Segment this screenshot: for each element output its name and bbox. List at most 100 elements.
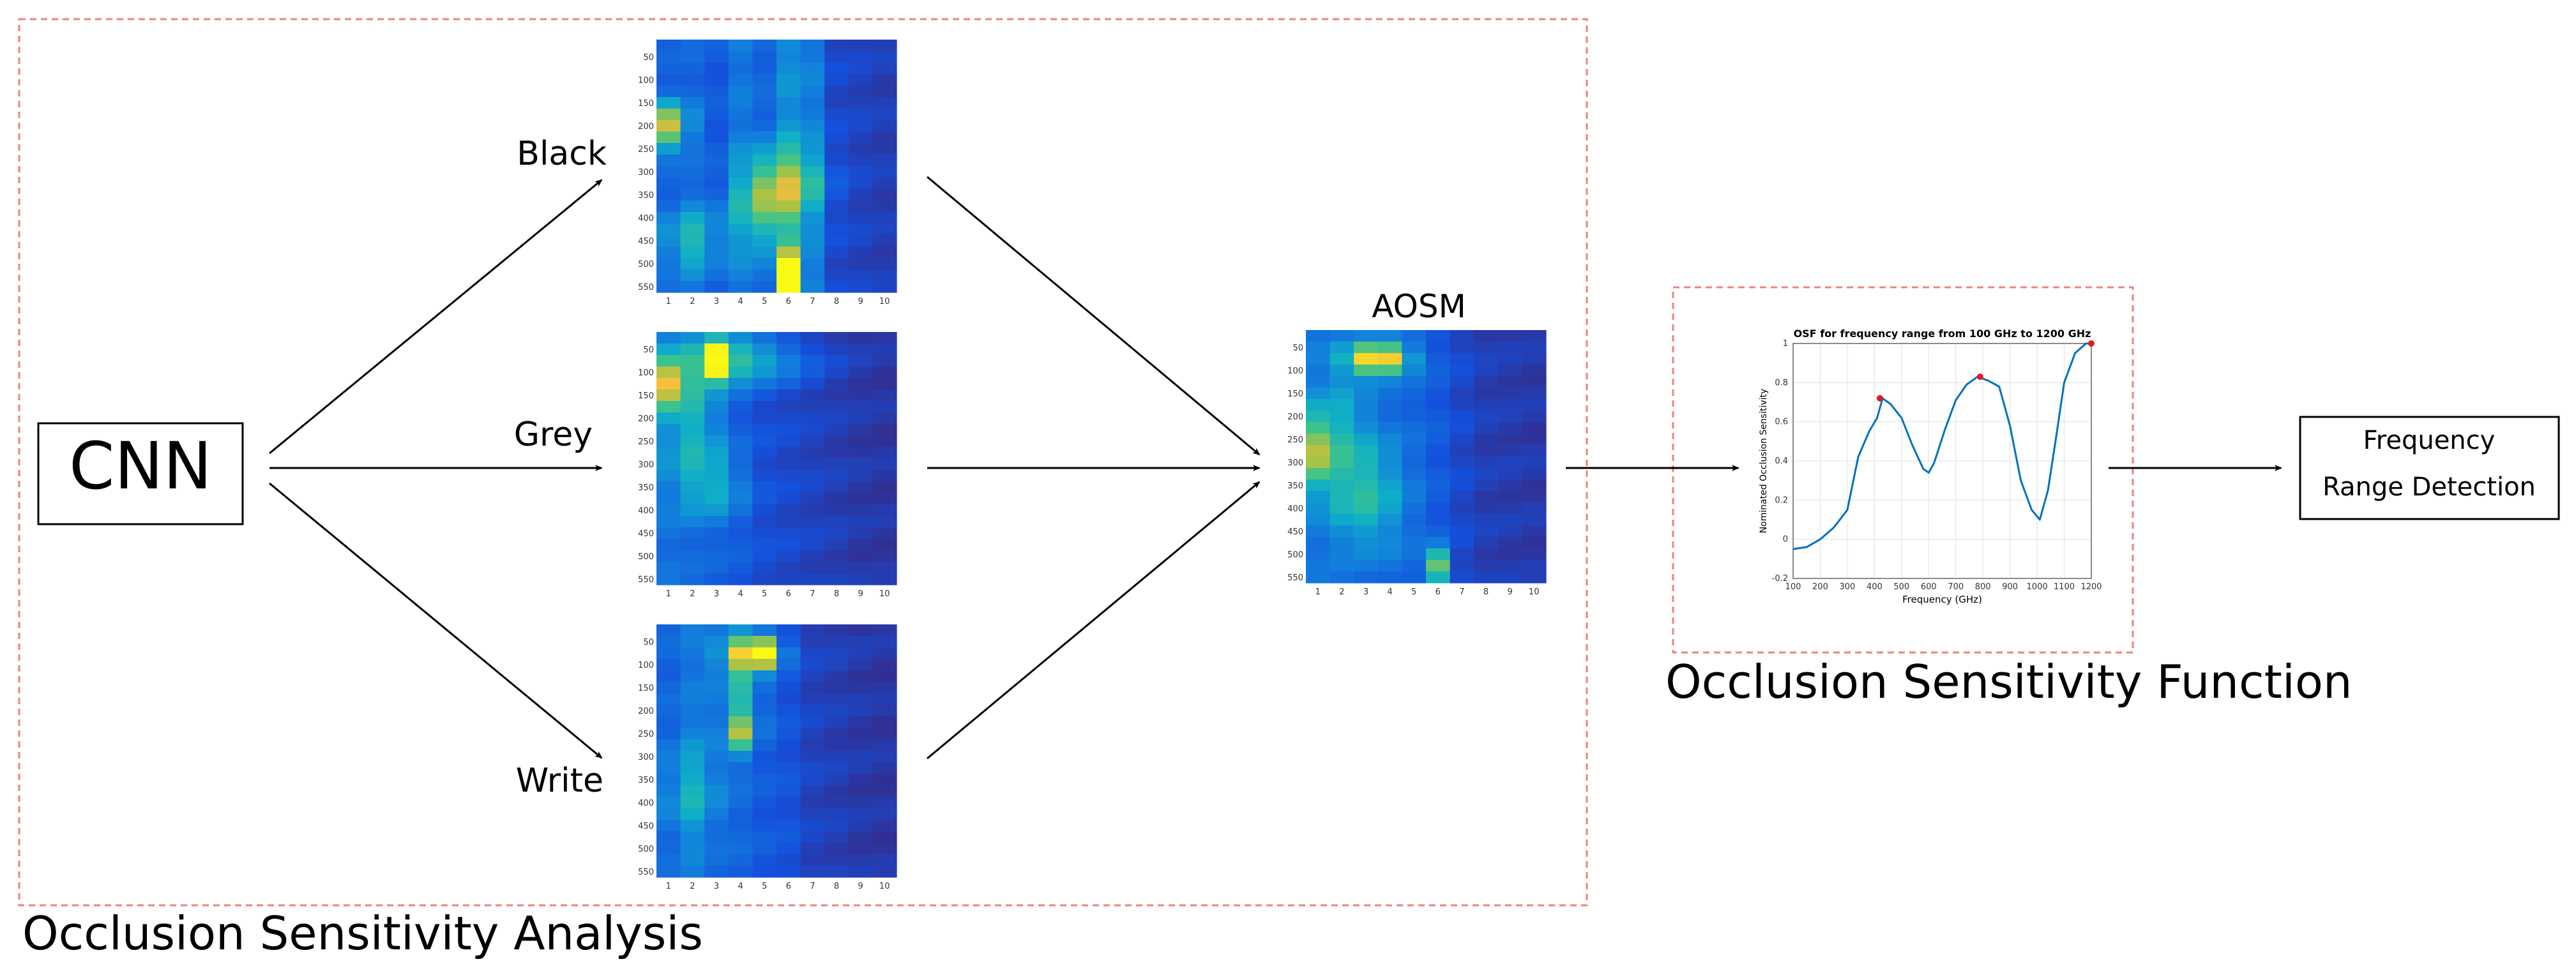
heatmap-cell [824,670,849,682]
heatmap-cell [1402,365,1427,377]
heatmap-cell [656,693,681,705]
heatmap-cell [1497,376,1522,388]
heatmap-cell [680,155,705,167]
heatmap-cell [824,820,849,832]
heatmap-y-tick: 200 [638,414,654,424]
heatmap-cell [777,343,801,356]
output-label-line1: Frequency [2363,426,2496,455]
heatmap-cell [752,74,777,86]
heatmap-cell [680,831,705,843]
heatmap-cell [872,258,897,270]
heatmap-cell [1474,342,1499,354]
heatmap-cell [656,424,681,436]
heatmap-cell [680,132,705,144]
heatmap-cell [800,40,825,52]
heatmap-cell [1377,330,1402,342]
heatmap-x-tick: 5 [762,882,767,891]
heatmap-cell [800,332,825,344]
heatmap-cell [1306,537,1331,549]
heatmap-cell [872,751,897,763]
heatmap-cell [800,269,825,282]
heatmap-cell [872,705,897,717]
heatmap-cell [777,843,801,855]
heatmap-cell [656,200,681,213]
heatmap-cell [824,739,849,751]
heatmap-cell [656,412,681,425]
heatmap-cell [1402,376,1427,388]
heatmap-cell [1377,537,1402,549]
heatmap-cell [848,412,873,425]
heatmap-cell [1474,537,1499,549]
heatmap-cell [656,774,681,786]
heatmap-cell [800,246,825,259]
heatmap-cell [824,143,849,155]
heatmap-cell [728,389,753,402]
heatmap-cell [1426,445,1451,457]
heatmap-cell [656,120,681,132]
heatmap-cell [680,86,705,98]
heatmap-cell [1426,433,1451,446]
heatmap-y-tick: 400 [638,214,654,223]
heatmap-cell [752,843,777,855]
heatmap-cell [872,470,897,482]
heatmap-cell [680,177,705,190]
heatmap-cell [1474,456,1499,469]
heatmap-cell [872,866,897,878]
heatmap-cell [728,636,753,648]
heatmap-cell [1497,502,1522,515]
heatmap-cell [1402,525,1427,538]
heatmap-y-tick: 500 [638,552,654,562]
heatmap-cell [680,189,705,201]
heatmap-cell [1474,422,1499,434]
heatmap-cell [1426,456,1451,469]
heatmap-cell [656,132,681,144]
heatmap-cell [1522,433,1547,446]
heatmap-cell [1426,411,1451,423]
heatmap-cell [656,269,681,282]
heatmap-cell [824,751,849,763]
heatmap-y-tick: 200 [638,122,654,132]
heatmap-cell [752,246,777,259]
heatmap-cell [752,493,777,505]
heatmap-cell [800,573,825,585]
heatmap-cell [800,389,825,402]
heatmap-y-tick: 500 [638,845,654,854]
heatmap-y-tick: 100 [638,76,654,86]
heatmap-cell [656,504,681,516]
heatmap-cell [1450,376,1474,388]
heatmap-cell [704,774,729,786]
heatmap-cell [800,258,825,270]
heatmap-cell [777,51,801,63]
heatmap-cell [752,97,777,109]
heatmap-cell [1306,365,1331,377]
heatmap-cell [656,527,681,539]
heatmap-cell [824,389,849,402]
heatmap-cell [704,132,729,144]
heatmap-cell [728,246,753,259]
heatmap-cell [800,378,825,390]
heatmap-cell [824,63,849,75]
heatmap-cell [1450,514,1474,526]
heatmap-cell [1522,560,1547,572]
heatmap-cell [800,659,825,671]
heatmap-cell [872,389,897,402]
heatmap-cell [656,74,681,86]
heatmap-x-tick: 9 [858,882,863,891]
heatmap-cell [848,647,873,660]
heatmap-cell [824,189,849,201]
heatmap-cell [680,435,705,448]
heatmap-cell [1402,330,1427,342]
heatmap-cell [1426,571,1451,584]
heatmap-cell [777,539,801,551]
heatmap-cell [848,132,873,144]
heatmap-cell [1330,342,1354,354]
heatmap-cell [872,435,897,448]
heatmap-cell [1377,502,1402,515]
heatmap-cell [680,739,705,751]
heatmap-cell [752,774,777,786]
heatmap-cell [1474,388,1499,400]
heatmap-y-tick: 400 [1287,504,1303,514]
analysis-box [18,18,1588,907]
heatmap-cell [704,797,729,809]
